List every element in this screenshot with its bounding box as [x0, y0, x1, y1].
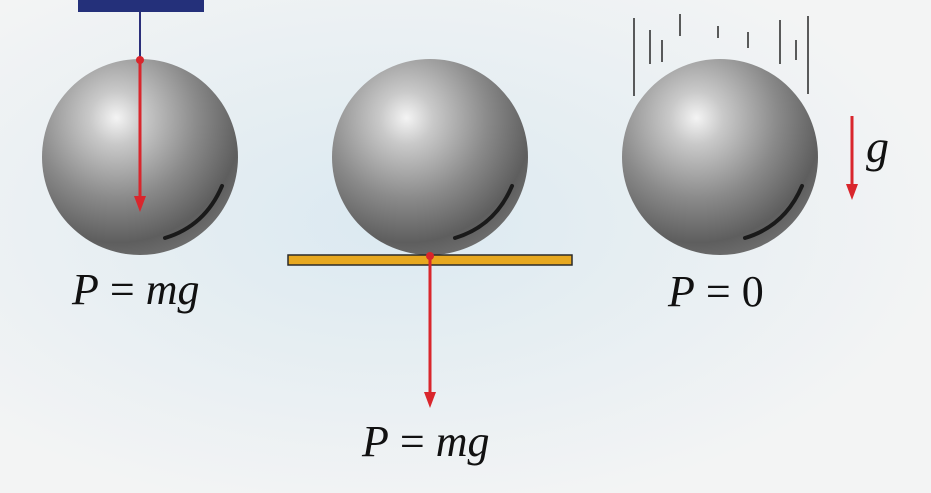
resting-ball	[332, 59, 528, 255]
resting-ball-group	[287, 59, 573, 408]
label-var: P	[668, 267, 695, 316]
label-eq: =	[388, 417, 436, 466]
ball-shadow-line	[453, 184, 514, 240]
label-var: P	[72, 265, 99, 314]
hanging-ball-group	[42, 0, 238, 255]
label-val: 0	[741, 267, 764, 316]
label-eq: =	[98, 265, 146, 314]
weight-arrow-head	[424, 392, 436, 408]
ball-shadow-line	[163, 184, 224, 240]
ceiling-block	[78, 0, 204, 12]
label-eq: =	[694, 267, 742, 316]
label-hanging-weight: P = mg	[72, 268, 200, 312]
motion-lines	[633, 14, 809, 96]
gravity-arrow-head	[846, 184, 858, 200]
falling-ball-group	[622, 14, 858, 255]
ball-shadow-line	[743, 184, 804, 240]
weight-arrow-head	[134, 196, 146, 212]
label-var: P	[362, 417, 389, 466]
label-val: mg	[145, 265, 200, 314]
falling-ball	[622, 59, 818, 255]
label-val: mg	[435, 417, 490, 466]
label-resting-weight: P = mg	[362, 420, 490, 464]
label-gravity: g	[866, 121, 889, 172]
label-falling-weight: P = 0	[668, 270, 764, 314]
